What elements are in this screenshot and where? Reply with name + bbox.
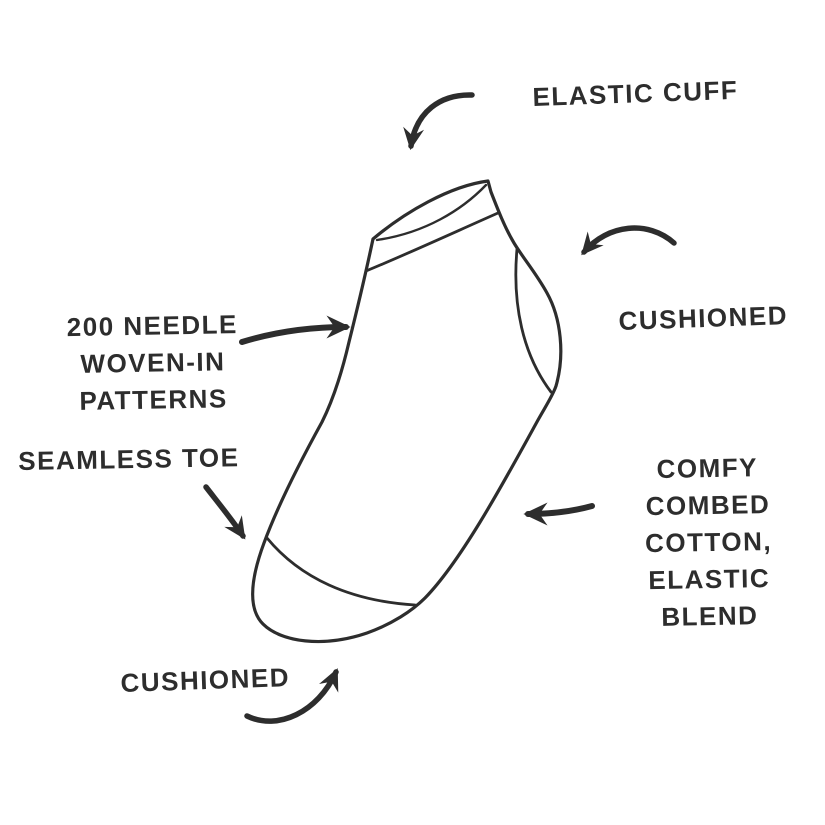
cuff-band-line xyxy=(364,211,500,273)
comfy-cotton-label: COMFY COMBED COTTON, ELASTIC BLEND xyxy=(596,448,821,637)
cushioned-heel-label: CUSHIONED xyxy=(618,300,789,336)
woven-patterns-label-line1: 200 NEEDLE xyxy=(66,309,239,343)
sock-outline-shape xyxy=(251,179,563,644)
seamless-toe-arrow-icon xyxy=(203,484,246,540)
patterns-arrow-icon xyxy=(239,315,351,345)
comfy-cotton-label-line3: ELASTIC BLEND xyxy=(648,562,771,632)
woven-patterns-label-line2: WOVEN-IN PATTERNS xyxy=(79,346,228,416)
woven-patterns-label: 200 NEEDLE WOVEN-IN PATTERNS xyxy=(14,305,292,421)
cushioned-sole-label: CUSHIONED xyxy=(120,662,291,698)
cushioned-sole-arrow-icon xyxy=(244,668,339,724)
elastic-cuff-arrow-icon xyxy=(403,92,475,151)
heel-stitch-line xyxy=(514,247,553,394)
seamless-toe-label: SEAMLESS TOE xyxy=(18,442,240,476)
cuff-opening-line xyxy=(375,183,488,242)
comfy-cotton-arrow-icon xyxy=(523,502,595,526)
toe-stitch-line xyxy=(265,536,417,607)
cushioned-heel-arrow-icon xyxy=(581,225,677,256)
comfy-cotton-label-line1: COMFY COMBED xyxy=(645,452,771,522)
comfy-cotton-label-line2: COTTON, xyxy=(644,525,773,559)
